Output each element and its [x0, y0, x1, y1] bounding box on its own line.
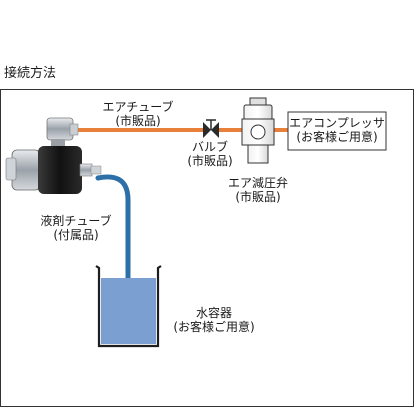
water-container-label-name: 水容器	[195, 306, 232, 320]
compressor-label-note: (お客様ご用意)	[296, 130, 378, 144]
air-tube-label-name: エアチューブ	[102, 100, 174, 114]
valve-label-note: (市販品)	[187, 154, 233, 168]
liquid-tube-label-note: (付属品)	[53, 228, 99, 242]
compressor-label: エアコンプレッサ (お客様ご用意)	[288, 116, 386, 144]
regulator-label-note: (市販品)	[235, 190, 281, 204]
water-container-icon	[95, 265, 162, 348]
air-regulator-icon	[241, 97, 275, 164]
air-tube-label-note: (市販品)	[115, 114, 161, 128]
compressor-box	[287, 111, 387, 151]
water-container-label-note: (お客様ご用意)	[173, 320, 255, 334]
regulator-label-name: エア減圧弁	[227, 176, 288, 190]
liquid-tube-label: 液剤チューブ (付属品)	[32, 214, 120, 242]
regulator-label: エア減圧弁 (市販品)	[220, 176, 296, 204]
valve-label: バルブ (市販品)	[180, 140, 240, 168]
valve-icon	[203, 119, 219, 138]
liquid-tube-label-name: 液剤チューブ	[40, 214, 112, 228]
valve-label-name: バルブ	[191, 140, 228, 154]
water-container-label: 水容器 (お客様ご用意)	[166, 306, 262, 334]
air-tube-label: エアチューブ (市販品)	[90, 100, 186, 128]
page-title: 接続方法	[4, 66, 57, 81]
compressor-label-name: エアコンプレッサ	[289, 116, 385, 130]
liquid-tube	[95, 174, 131, 333]
diagram-frame	[0, 89, 414, 407]
spray-nozzle-icon	[5, 117, 102, 194]
